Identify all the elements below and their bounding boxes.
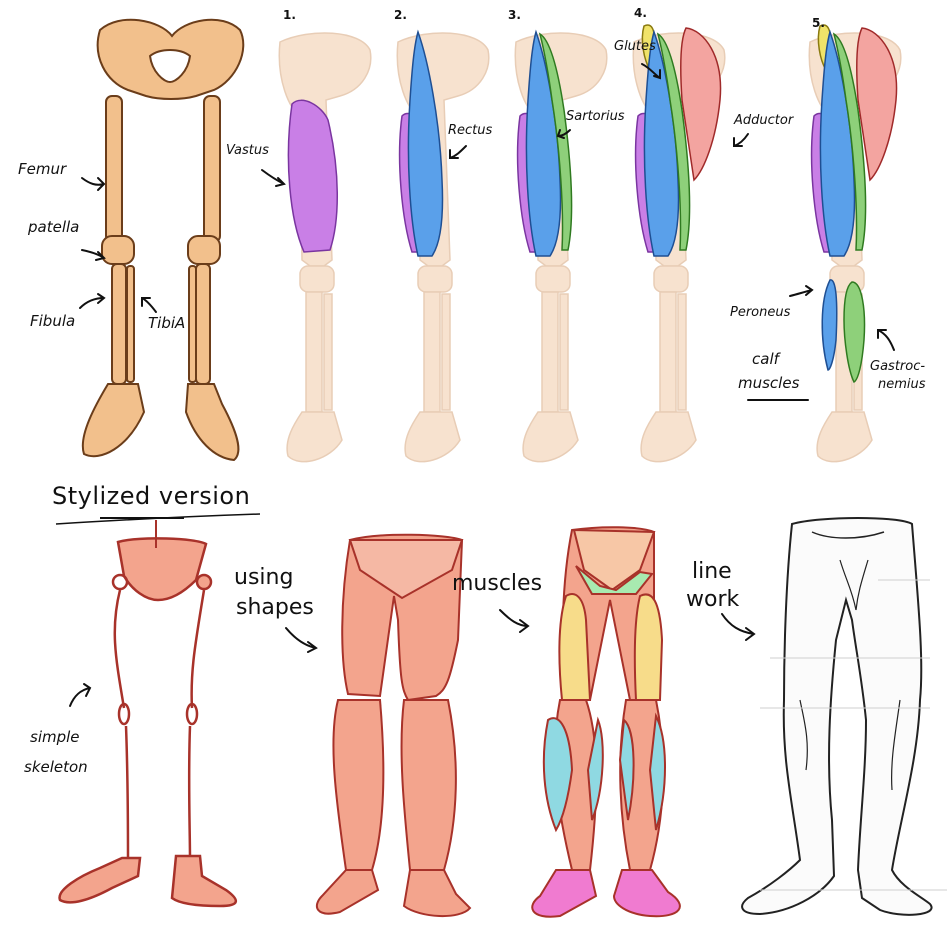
line-work-label-line2: work: [686, 588, 739, 611]
tibia-label: TibiA: [148, 316, 185, 332]
step-2-leg: [397, 32, 488, 462]
glutes-label: Glutes: [614, 40, 656, 54]
peroneus-muscle: [822, 280, 837, 370]
using-shapes-label-line1: using: [234, 566, 293, 589]
femur-right: [204, 96, 220, 242]
tibia-right: [196, 264, 210, 384]
step-3-number: 3.: [508, 8, 521, 22]
simple-skeleton: [60, 520, 236, 906]
step-2-number: 2.: [394, 8, 407, 22]
gastrocnemius-label-line2: nemius: [878, 378, 926, 392]
step-1-number: 1.: [283, 8, 296, 22]
step-4-leg: [633, 25, 724, 462]
rectus-label: Rectus: [448, 124, 492, 138]
tibia-left: [112, 264, 126, 384]
femur-label: Femur: [18, 162, 66, 178]
step-1-leg: [279, 33, 370, 462]
vastus-label: Vastus: [226, 144, 269, 158]
shapes-legs: [317, 535, 470, 916]
stylized-version-heading: Stylized version: [52, 484, 250, 509]
calf-label-line2: muscles: [738, 376, 799, 392]
step-3-leg: [515, 32, 606, 462]
line-work-label-line1: line: [692, 560, 732, 583]
step-4-number: 4.: [634, 6, 647, 20]
gastrocnemius-label-line1: Gastroc-: [870, 360, 925, 374]
calf-label-line1: calf: [752, 352, 779, 368]
patella-label: patella: [28, 220, 79, 236]
muscles-legs: [532, 527, 680, 916]
linework-legs: [742, 518, 931, 915]
foot-right: [186, 384, 238, 460]
adductor-label: Adductor: [734, 114, 793, 128]
fibula-label: Fibula: [30, 314, 75, 330]
full-skeleton: [83, 20, 243, 460]
peroneus-label: Peroneus: [730, 306, 790, 320]
step-5-number: 5.: [812, 16, 825, 30]
femur-left: [106, 96, 122, 242]
using-shapes-label-line2: shapes: [236, 596, 314, 619]
sartorius-label: Sartorius: [566, 110, 625, 124]
muscles-label: muscles: [452, 572, 542, 595]
foot-left: [83, 384, 144, 456]
simple-skeleton-label-line2: skeleton: [24, 760, 88, 776]
step-5-leg: [809, 25, 900, 462]
simple-skeleton-label-line1: simple: [30, 730, 80, 746]
vastus-muscle: [288, 100, 337, 252]
